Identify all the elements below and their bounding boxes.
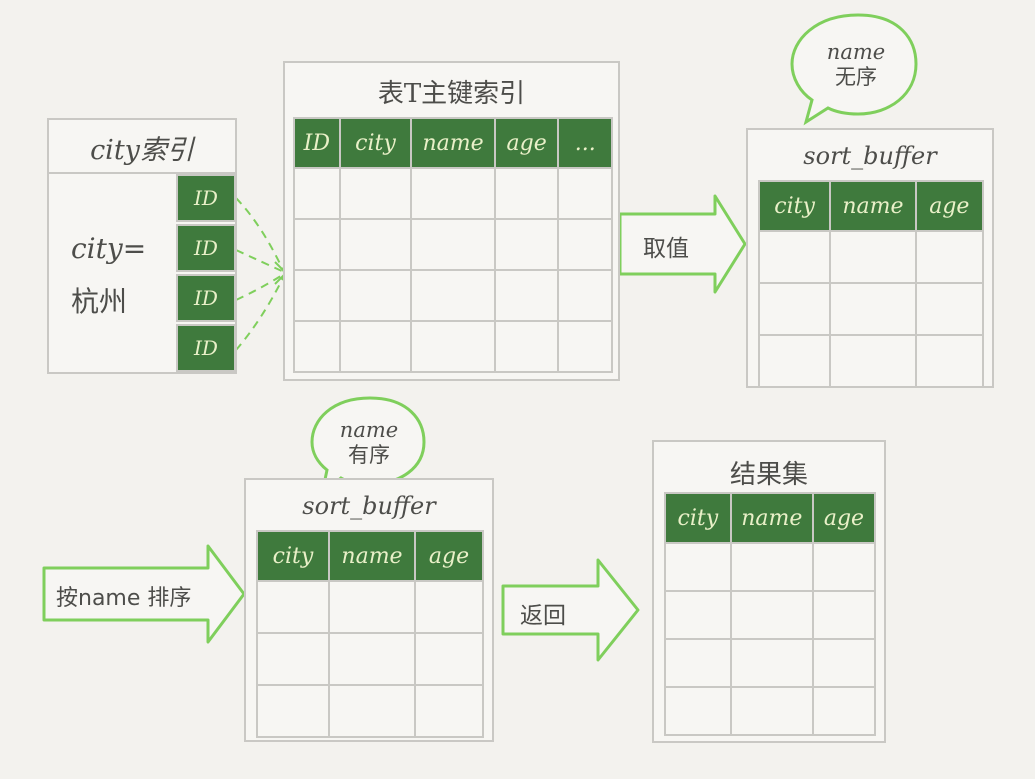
table-row: [664, 542, 877, 592]
col-header-name: name: [328, 530, 416, 582]
id-cell-4: ID: [176, 324, 236, 372]
col-header-name: name: [410, 117, 496, 169]
speech-bubble-unsorted: [790, 13, 918, 126]
id-cell-3: ID: [176, 274, 236, 322]
col-header-more: ...: [557, 117, 613, 169]
col-header-city: city: [256, 530, 330, 582]
id-cell-2: ID: [176, 224, 236, 272]
sort-buffer-sorted-title: sort_buffer: [302, 492, 436, 520]
primary-key-table-panel: 表T主键索引 ID city name age ...: [283, 61, 620, 381]
city-condition-line1: city=: [71, 232, 147, 265]
dashed-connectors: [235, 197, 288, 351]
col-header-name: name: [729, 492, 814, 544]
sort-arrow-shape: [42, 544, 246, 644]
result-set-panel: 结果集 city name age: [652, 440, 886, 743]
primary-key-table-title: 表T主键索引: [377, 79, 526, 109]
table-row: [256, 632, 484, 686]
col-header-name: name: [829, 180, 917, 232]
table-row: [256, 684, 484, 738]
sort-buffer-unsorted-title: sort_buffer: [803, 142, 937, 170]
return-arrow-shape: [501, 558, 640, 662]
city-condition-line2: 杭州: [71, 285, 128, 318]
table-row: [293, 167, 613, 220]
col-header-age: age: [811, 492, 877, 544]
city-index-divider: [49, 172, 235, 174]
connector-3: [235, 273, 285, 301]
col-header-city: city: [338, 117, 413, 169]
table-row: [757, 230, 985, 284]
table-row: [757, 282, 985, 336]
fetch-arrow-shape: [618, 194, 747, 294]
bubble-sorted-line2: 有序: [348, 443, 390, 467]
table-row: [757, 334, 985, 388]
table-row: [293, 320, 613, 373]
sort-arrow-label: 按name 排序: [56, 586, 192, 611]
table-row: [293, 218, 613, 271]
col-header-age: age: [414, 530, 484, 582]
connector-1: [235, 197, 285, 273]
bubble-unsorted-line2: 无序: [835, 65, 877, 89]
sort-buffer-sorted-panel: sort_buffer city name age: [244, 478, 494, 742]
connector-4: [235, 275, 285, 351]
id-cell-1: ID: [176, 174, 236, 222]
col-header-id: ID: [293, 117, 341, 169]
bubble-unsorted-line1: name: [826, 40, 886, 64]
primary-key-table: ID city name age ...: [293, 117, 613, 373]
col-header-city: city: [664, 492, 732, 544]
city-index-title: city索引: [90, 135, 194, 166]
bubble-sorted-text: name 有序: [316, 418, 422, 468]
result-set-title: 结果集: [729, 460, 808, 490]
fetch-arrow-label: 取值: [643, 236, 689, 262]
table-row: [664, 638, 877, 688]
col-header-city: city: [757, 180, 832, 232]
sort-buffer-sorted-table: city name age: [256, 530, 484, 738]
result-set-table: city name age: [664, 492, 877, 736]
table-row: [293, 269, 613, 322]
table-row: [256, 580, 484, 634]
table-row: [664, 686, 877, 736]
bubble-sorted-line1: name: [339, 418, 399, 442]
sort-buffer-unsorted-panel: sort_buffer city name age: [746, 128, 994, 388]
col-header-age: age: [493, 117, 560, 169]
connector-2: [235, 249, 285, 273]
sort-buffer-unsorted-table: city name age: [757, 180, 985, 388]
table-row: [664, 590, 877, 640]
return-arrow-label: 返回: [520, 603, 566, 629]
bubble-unsorted-text: name 无序: [800, 40, 912, 90]
col-header-age: age: [914, 180, 985, 232]
